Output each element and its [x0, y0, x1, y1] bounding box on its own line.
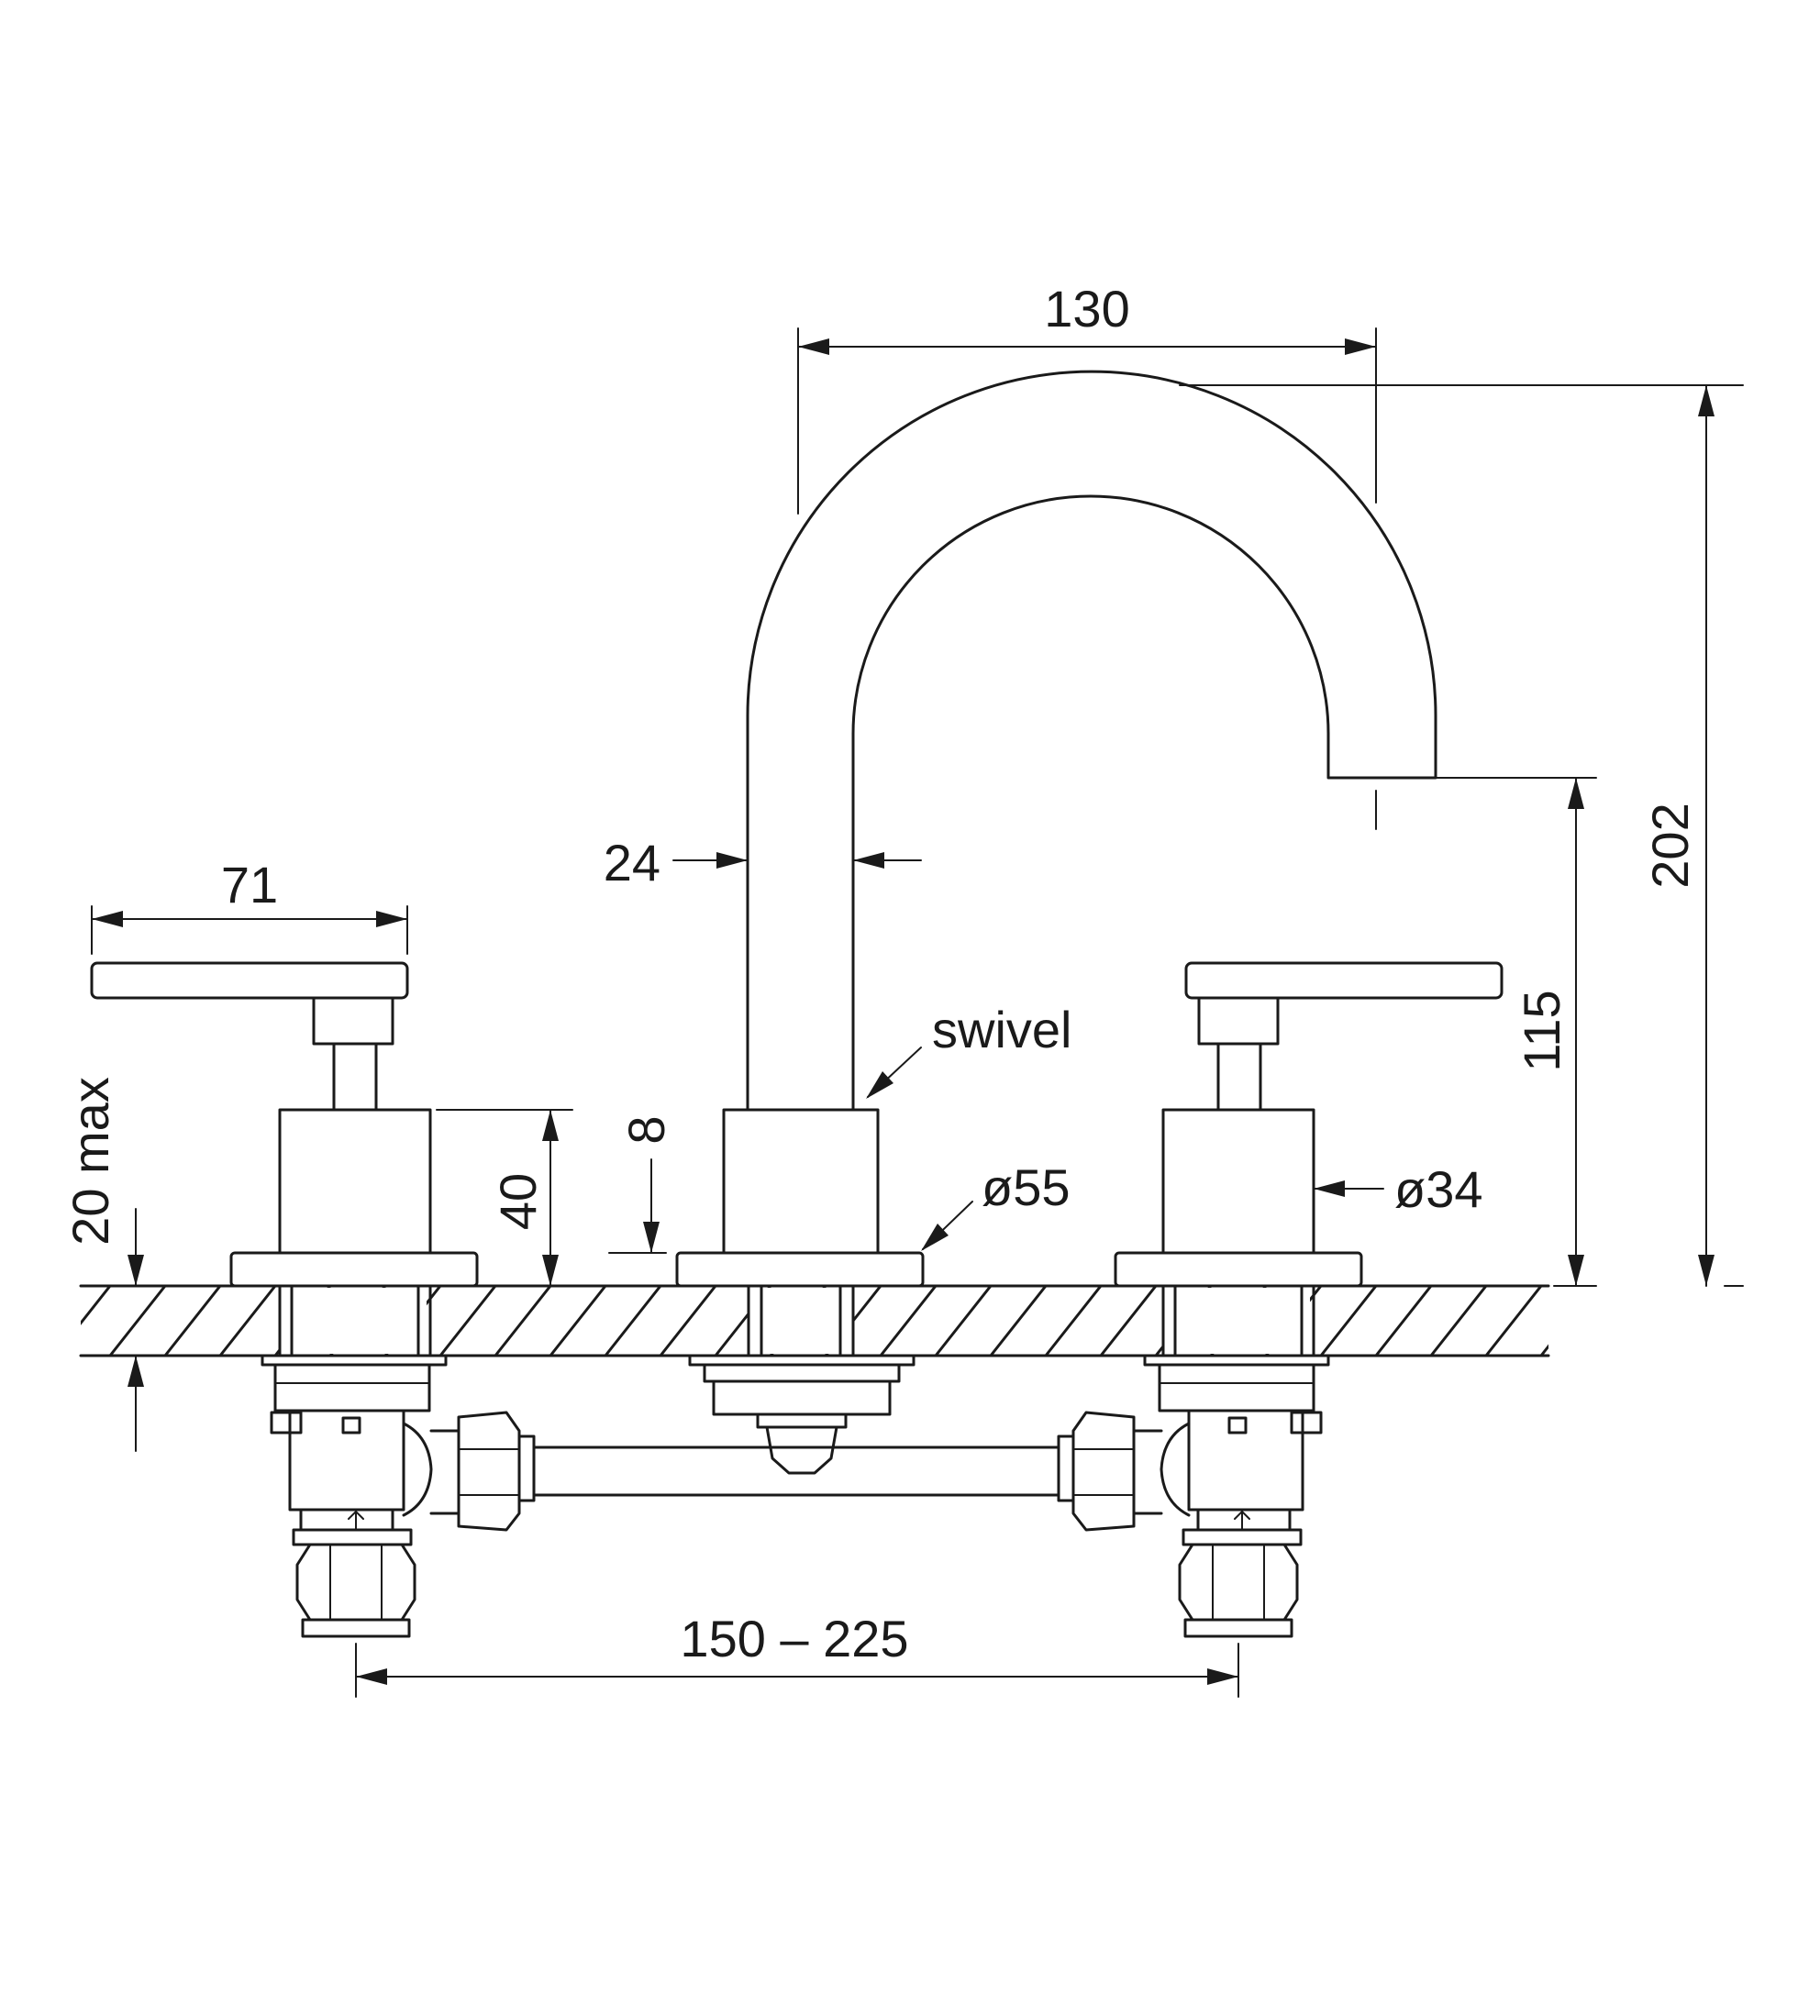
dimension-outlet-height: 115: [1375, 777, 1597, 1287]
label-swivel: swivel: [932, 1001, 1071, 1058]
label-centres: 150 – 225: [680, 1610, 908, 1667]
centre-under-deck-assembly: [688, 1284, 916, 1475]
dimension-spout-diameter: 24: [604, 834, 922, 892]
right-under-deck-assembly: [1057, 1284, 1330, 1638]
dimension-flange-height: 8: [608, 1115, 675, 1254]
label-flange-height: 8: [617, 1115, 675, 1144]
dimension-centres: 150 – 225: [355, 1610, 1239, 1698]
label-overall-height: 202: [1641, 803, 1699, 888]
right-valve-handle: [1184, 961, 1504, 1112]
dimension-body-height: 40: [436, 1109, 573, 1287]
dimension-handle-length: 71: [91, 856, 408, 955]
label-body-height: 40: [489, 1173, 547, 1230]
dimension-spout-reach: 130: [797, 280, 1377, 515]
spout: [746, 370, 1437, 1112]
label-spout-base-diameter: ø55: [982, 1158, 1071, 1216]
dimension-valve-body-diameter: ø34: [1313, 1160, 1483, 1218]
label-spout-diameter: 24: [604, 834, 660, 892]
label-spout-reach: 130: [1044, 280, 1129, 338]
spout-base: [675, 1108, 925, 1288]
note-swivel: swivel: [866, 1001, 1071, 1099]
dimension-overall-height: 202: [1179, 384, 1744, 1287]
label-deck-thickness: 20 max: [61, 1077, 119, 1246]
label-valve-body-diameter: ø34: [1394, 1160, 1483, 1218]
deck-holes: [280, 1288, 1310, 1354]
dimension-spout-base-diameter: ø55: [921, 1158, 1071, 1251]
right-valve-body: [1114, 1108, 1363, 1288]
left-under-deck-assembly: [261, 1284, 536, 1638]
dimension-deck-thickness: 20 max: [61, 1077, 144, 1452]
cross-pipe: [532, 1446, 1060, 1497]
left-valve-body: [229, 1108, 479, 1288]
left-valve-handle: [90, 961, 409, 1112]
label-outlet-height: 115: [1513, 990, 1570, 1071]
label-handle-length: 71: [221, 856, 278, 914]
